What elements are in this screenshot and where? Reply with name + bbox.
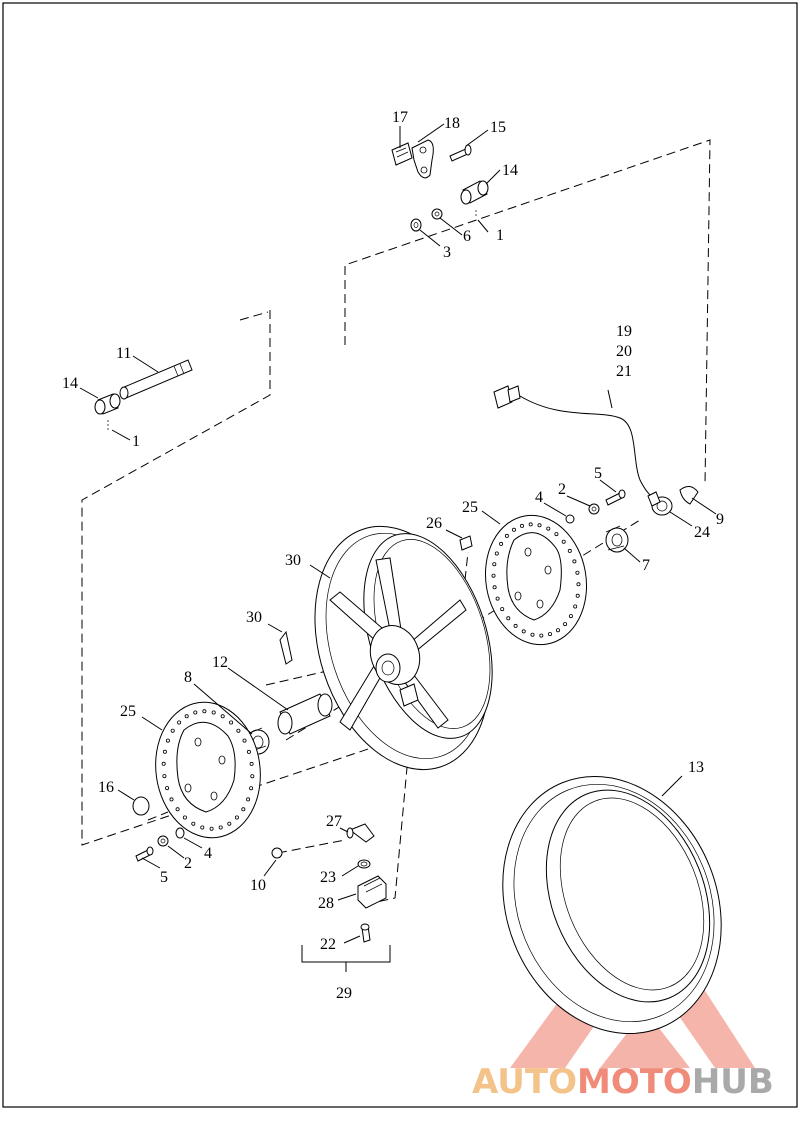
callout-12: 12: [212, 654, 228, 671]
part-25-brake-disc-right: [484, 514, 588, 646]
callout-14-lower: 14: [62, 375, 78, 392]
part-4-nut-left: [175, 827, 185, 839]
callout-13: 13: [688, 759, 704, 776]
part-13-tire: [502, 775, 722, 1035]
watermark-hub: HUB: [691, 1062, 774, 1102]
part-27-valve: [346, 823, 375, 843]
callout-labels: 17 18 15 14 6 1 3 11 14 1 19 20 21 5 4 2…: [62, 109, 724, 1002]
part-30-wheel: [314, 525, 493, 771]
callout-10: 10: [250, 877, 266, 894]
callout-4-left: 4: [204, 845, 212, 862]
callout-9: 9: [716, 511, 724, 528]
part-28-sensor: [357, 875, 387, 909]
part-3-washer: [410, 218, 422, 232]
part-25-brake-disc-left: [155, 701, 261, 839]
watermark-brand-text: AUTOMOTOHUB: [472, 1062, 774, 1102]
callout-16: 16: [98, 779, 114, 796]
part-6-nut: [431, 208, 443, 220]
callout-25-right: 25: [462, 499, 478, 516]
callout-26: 26: [426, 515, 442, 532]
diagram-frame: [2, 2, 798, 1108]
part-2-washer-right: [588, 503, 600, 515]
part-5-bolt-left: [135, 846, 154, 862]
callout-7: 7: [642, 557, 650, 574]
callout-29: 29: [336, 985, 352, 1002]
callout-2-right: 2: [558, 481, 566, 498]
part-16-cap-left: [132, 796, 150, 816]
part-14-spacer-upper: [460, 180, 489, 205]
part-30-valve-stem: [279, 630, 293, 665]
callout-8: 8: [184, 669, 192, 686]
part-23-o-ring: [357, 859, 371, 869]
part-17-clip: [391, 142, 413, 166]
callout-1-lower: 1: [132, 433, 140, 450]
callout-17: 17: [392, 109, 408, 126]
part-5-bolt-right: [605, 489, 626, 506]
callout-6: 6: [463, 228, 471, 245]
part-18-bracket: [411, 139, 434, 179]
watermark-moto: MOTO: [576, 1062, 692, 1102]
callout-19: 19: [616, 323, 632, 340]
callout-21: 21: [616, 363, 632, 380]
callout-28: 28: [318, 895, 334, 912]
callout-3: 3: [443, 244, 451, 261]
part-19-21-sensor-wire: [493, 385, 656, 501]
callout-11: 11: [116, 345, 131, 362]
part-10-cap: [271, 847, 283, 859]
callout-5-right: 5: [594, 465, 602, 482]
callout-15: 15: [490, 119, 506, 136]
part-9-cap: [679, 486, 699, 505]
callout-2-left: 2: [184, 855, 192, 872]
callout-18: 18: [444, 115, 460, 132]
callout-27: 27: [326, 813, 342, 830]
part-24-speed-sensor: [647, 491, 673, 516]
callout-24: 24: [694, 524, 710, 541]
callout-30-stem: 30: [246, 609, 262, 626]
part-26-weight: [459, 535, 473, 551]
callout-5-left: 5: [160, 869, 168, 886]
leader-lines: [79, 123, 717, 944]
callout-22: 22: [320, 936, 336, 953]
part-14-spacer-lower: [94, 393, 121, 415]
part-22-screw: [360, 923, 371, 943]
watermark-auto: AUTO: [472, 1062, 577, 1102]
callout-30-wheel: 30: [285, 552, 301, 569]
callout-14-upper: 14: [502, 162, 518, 179]
part-11-axle: [119, 359, 193, 400]
part-12-spacer-sleeve: [277, 693, 333, 735]
bracket-29: [301, 945, 391, 972]
callout-25-left: 25: [120, 703, 136, 720]
callout-23: 23: [320, 869, 336, 886]
callout-4-right: 4: [535, 489, 543, 506]
callout-1-upper: 1: [496, 227, 504, 244]
part-4-nut-right: [565, 514, 575, 524]
part-15-bolt: [449, 144, 472, 162]
part-7-bearing-right: [605, 525, 629, 553]
part-2-washer-left: [157, 835, 169, 847]
callout-20: 20: [616, 343, 632, 360]
